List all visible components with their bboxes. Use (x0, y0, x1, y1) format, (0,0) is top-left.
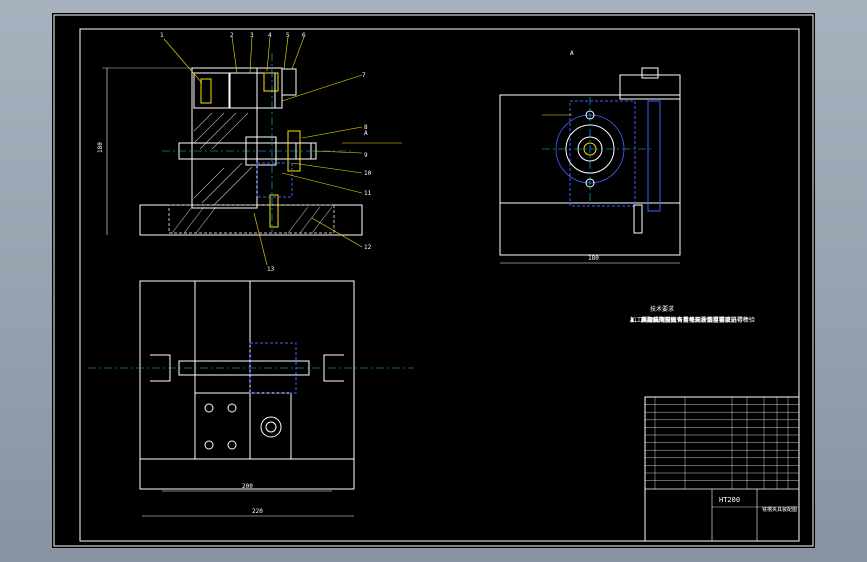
top-hole-2 (227, 403, 237, 413)
top-body (194, 280, 251, 460)
height-dim: 180 (97, 142, 104, 153)
top-knob-inner (265, 421, 277, 433)
item-balloons: 1 2 3 4 5 6 7 8 9 10 11 12 13 (160, 32, 372, 273)
side-rail (647, 100, 661, 212)
balloon-9: 9 (364, 152, 368, 159)
handle-plate (287, 130, 301, 172)
side-view: A 180 (499, 50, 681, 264)
screw-head (281, 68, 297, 96)
pin-yellow (200, 78, 212, 104)
top-view: 200 220 (88, 280, 414, 517)
leader-lines (163, 36, 363, 266)
side-base (499, 202, 681, 256)
drawing-frame (79, 28, 800, 542)
drawing-sheet: 180 A 1 2 3 4 5 (52, 13, 815, 548)
top-width-dim: 200 (242, 483, 253, 490)
assembly-drawing: 180 A 1 2 3 4 5 (53, 14, 814, 547)
view-a-label: A (570, 50, 574, 57)
top-knob (260, 416, 282, 438)
top-outline (139, 280, 355, 460)
note-2: 2. 各定位面不允许有毛刺、划痕等缺陷 (630, 317, 737, 324)
top-hole-1 (204, 403, 214, 413)
base-hatching (171, 206, 333, 234)
balloon-3: 3 (250, 32, 254, 39)
top-hole-3 (204, 440, 214, 450)
top-hole-4 (227, 440, 237, 450)
balloon-2: 2 (230, 32, 234, 39)
front-view: 180 A (97, 36, 402, 266)
drawing-name: 铣槽夹具装配图 (762, 506, 797, 513)
bom-grid (645, 397, 799, 489)
top-width2-dim: 220 (252, 508, 263, 515)
balloon-8: 8 (364, 124, 368, 131)
workpiece-front (256, 162, 293, 198)
top-clamp (193, 72, 230, 109)
note-4: 加工后须去毛刺 (630, 317, 673, 324)
side-width-dim: 180 (588, 255, 599, 262)
balloon-6: 6 (302, 32, 306, 39)
side-screw (641, 67, 659, 79)
title-block-frame (644, 396, 800, 542)
note-3: 3. 装配后应保证各定位元件位置精度，零件 (630, 317, 749, 324)
side-top-block (619, 74, 681, 100)
balloon-12: 12 (364, 244, 372, 251)
bolt-yellow (269, 194, 279, 228)
nut-yellow (263, 72, 279, 92)
balloon-7: 7 (362, 72, 366, 79)
tech-title: 技术要求 (650, 305, 674, 313)
side-workpiece (569, 100, 636, 207)
side-bolt (633, 204, 643, 234)
note-1: 1. 夹具装配前所有零件应按图样要求进行检验 (630, 317, 755, 324)
material: HT200 (719, 496, 740, 504)
balloon-10: 10 (364, 170, 372, 177)
base-plate-outline (139, 204, 363, 236)
base-hidden (168, 204, 335, 234)
balloon-11: 11 (364, 190, 372, 197)
note-5: 4. 其余尚应符合有关标准要求 (630, 317, 713, 324)
balloon-13: 13 (267, 266, 275, 273)
body-block (191, 67, 258, 209)
top-workpiece (249, 342, 297, 394)
balloon-1: 1 (160, 32, 164, 39)
balloon-5: 5 (286, 32, 290, 39)
section-label-a: A (364, 130, 368, 137)
balloon-4: 4 (268, 32, 272, 39)
top-plate (194, 392, 292, 460)
title-block: HT200 铣槽夹具装配图 (644, 396, 800, 542)
sheet-border (53, 14, 814, 547)
